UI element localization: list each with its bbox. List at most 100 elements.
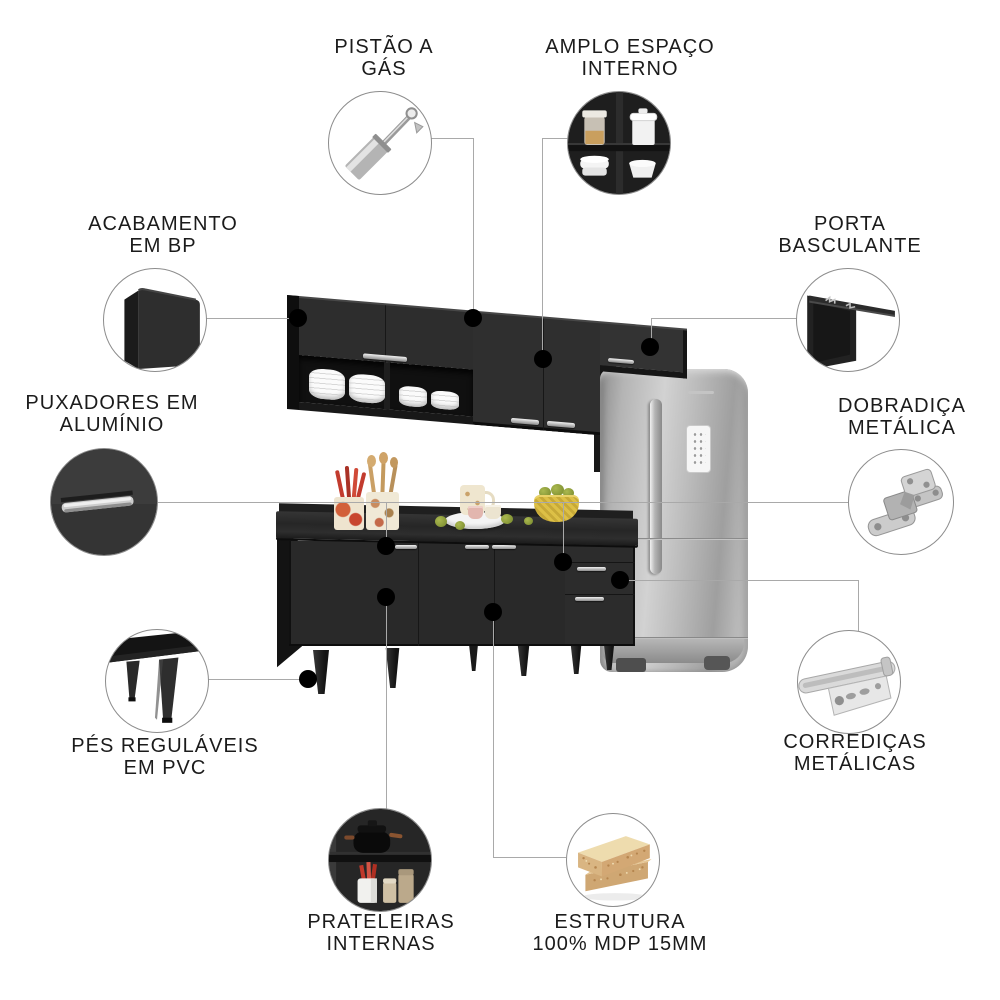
label-pistao-a-gas: PISTÃO A GÁS [274, 36, 494, 80]
connector-pistao [473, 138, 474, 319]
upper-cabinet [287, 295, 687, 443]
connector-corredicas [620, 580, 859, 581]
fridge-control-panel [686, 425, 711, 473]
label-corredicas: CORREDIÇAS METÁLICAS [745, 731, 965, 775]
drawer-seam [565, 562, 635, 563]
pvc-feet-icon [108, 630, 206, 723]
upper-cabinet-right-cap [683, 330, 687, 379]
label-dobradica: DOBRADIÇA METÁLICA [792, 395, 1000, 439]
spoon-holder [366, 492, 399, 530]
open-shelves-icon [568, 92, 670, 194]
pear [524, 517, 533, 525]
middle-door-handle [511, 417, 539, 426]
spoon-head [379, 452, 388, 464]
label-line: PRATELEIRAS [307, 911, 455, 933]
cabinet-foot [469, 645, 478, 671]
connector-pistao [429, 138, 474, 139]
cabinet-foot [570, 642, 582, 674]
cup-pink [468, 506, 483, 519]
utensil [344, 465, 352, 501]
pear-in-bowl [551, 484, 564, 496]
utensil [334, 469, 346, 501]
callout-dot-dobradica [554, 553, 572, 571]
label-pes-regulaveis: PÉS REGULÁVEIS EM PVC [55, 735, 275, 779]
label-line: PORTA [813, 213, 887, 235]
connector-estrutura [493, 612, 494, 858]
label-line: PUXADORES EM [25, 392, 199, 414]
label-porta-basculante: PORTA BASCULANTE [740, 213, 960, 257]
pear [501, 514, 513, 524]
callout-dot-puxadores [377, 537, 395, 555]
label-line: ALUMÍNIO [59, 414, 165, 436]
label-puxadores: PUXADORES EM ALUMÍNIO [2, 392, 222, 436]
connector-puxadores-dobradica [155, 502, 849, 503]
label-line: ESTRUTURA [554, 911, 686, 933]
connector-acabamento [204, 318, 299, 319]
base-door-seam [418, 541, 419, 646]
flip-door-seam [385, 305, 386, 363]
mdp-board-icon [578, 836, 652, 901]
metal-slide-icon [798, 656, 896, 716]
connector-dobradica-stub [563, 502, 564, 563]
callout-dot-pes [299, 670, 317, 688]
flip-up-door-icon [807, 295, 895, 370]
label-amplo-espaco: AMPLO ESPAÇO INTERNO [520, 36, 740, 80]
callout-dot-acabamento [289, 309, 307, 327]
drawer-seam [565, 594, 635, 595]
metal-hinge-icon [867, 468, 943, 537]
fridge-handle [650, 399, 662, 574]
label-line: PÉS REGULÁVEIS [71, 735, 259, 757]
drawer-handle [577, 567, 606, 571]
cabinet-foot [313, 650, 329, 694]
pear [435, 516, 447, 527]
fridge-foot-left [616, 658, 646, 672]
pear [455, 521, 465, 530]
control-panel-buttons [692, 431, 706, 467]
callout-circle-porta [796, 268, 900, 372]
spoon-head [367, 455, 376, 467]
label-line: METÁLICA [847, 417, 957, 439]
base-door-handle [465, 545, 489, 549]
wooden-spoons [366, 452, 400, 497]
label-line: PISTÃO A [334, 36, 434, 58]
base-door-handle [395, 545, 417, 549]
connector-puxadores-stub [386, 502, 387, 547]
drawer-unit [565, 531, 635, 646]
fruit-bowl [534, 495, 579, 522]
freezer-seam [600, 637, 748, 639]
callout-circle-dobradica [848, 449, 954, 555]
label-line: METÁLICAS [793, 753, 917, 775]
pear-in-bowl [539, 487, 551, 498]
callout-circle-pes [105, 629, 209, 733]
connector-pes [206, 679, 309, 680]
callout-circle-corredicas [797, 630, 901, 734]
base-door-handle [492, 545, 516, 549]
plate-stack [399, 385, 427, 408]
label-line: INTERNO [581, 58, 679, 80]
callout-dot-corredicas [611, 571, 629, 589]
label-line: GÁS [361, 58, 407, 80]
internal-shelves-icon [329, 809, 431, 911]
connector-porta [651, 318, 797, 319]
label-line: EM PVC [123, 757, 207, 779]
fridge-door-seam [600, 538, 748, 540]
callout-circle-acabamento [103, 268, 207, 372]
connector-estrutura [493, 857, 566, 858]
label-line: CORREDIÇAS [783, 731, 927, 753]
fridge-brand-mark [688, 391, 714, 394]
pear-in-bowl [563, 488, 574, 498]
label-line: DOBRADIÇA [838, 395, 966, 417]
label-line: BASCULANTE [778, 235, 922, 257]
middle-door-seam [543, 318, 544, 431]
connector-corredicas [858, 580, 859, 631]
cabinet-foot [603, 640, 615, 670]
callout-circle-prateleiras [328, 808, 432, 912]
callout-dot-estrutura [484, 603, 502, 621]
cup-beige [485, 505, 501, 519]
bp-finish-panel-icon [124, 288, 200, 369]
label-prateleiras: PRATELEIRAS INTERNAS [271, 911, 491, 955]
plate-stack [349, 373, 385, 405]
overhead-door-handle [608, 357, 634, 365]
callout-dot-porta [641, 338, 659, 356]
